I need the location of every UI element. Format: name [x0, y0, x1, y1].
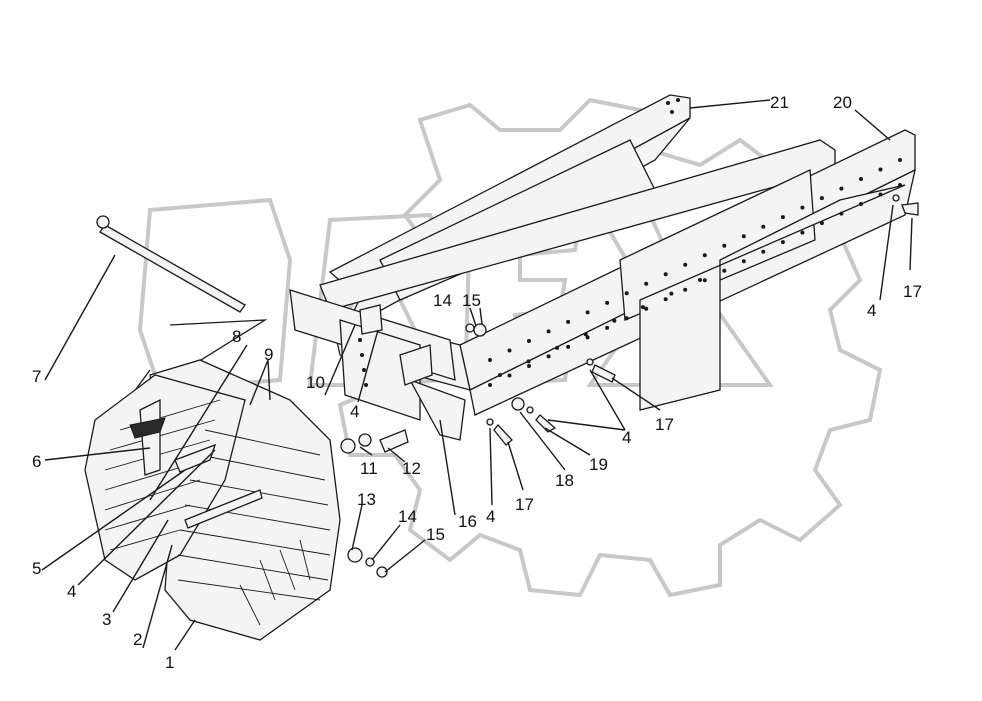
rail-hole: [507, 373, 512, 378]
rail-hole: [761, 249, 766, 254]
callout-4c: 4: [486, 507, 495, 526]
callout-21: 21: [770, 93, 789, 112]
rail-hole: [566, 319, 571, 324]
rail-hole: [663, 297, 668, 302]
rail-hole: [761, 224, 766, 229]
leader-lines: [41, 99, 913, 651]
rail-hole: [526, 359, 531, 364]
rail-hole: [546, 354, 551, 359]
rail-hole: [800, 230, 805, 235]
rail-hole: [741, 234, 746, 239]
rail-hole: [683, 262, 688, 267]
rail-hole: [507, 348, 512, 353]
rail-hole: [878, 167, 883, 172]
rail-hole: [555, 345, 560, 350]
callout-11: 11: [360, 459, 378, 478]
callout-2: 2: [133, 630, 142, 649]
callout-13: 13: [357, 490, 376, 509]
rail-hole: [583, 332, 588, 337]
rail-hole: [819, 196, 824, 201]
callout-1: 1: [165, 653, 174, 672]
callout-17c: 17: [903, 282, 922, 301]
rail-hole: [669, 291, 674, 296]
callout-12: 12: [402, 459, 421, 478]
hardware-parts: [129, 194, 919, 578]
rail-hole: [898, 158, 902, 162]
rail-hole: [605, 300, 610, 305]
rail-hole: [605, 325, 610, 330]
callout-10: 10: [306, 373, 325, 392]
callout-17b: 17: [655, 415, 674, 434]
callout-17a: 17: [515, 495, 534, 514]
rail-hole: [741, 259, 746, 264]
rail-hole: [640, 305, 645, 310]
rail-hole: [839, 186, 844, 191]
rail-hole: [585, 335, 590, 340]
callout-15b: 15: [462, 291, 481, 310]
rail-hole: [698, 278, 702, 282]
rail-hole: [624, 291, 629, 296]
callout-14b: 14: [433, 291, 452, 310]
callout-labels: 1 2 3 4 4 4 4 4 5 6 7 8 9 10 11 12 13 14…: [32, 93, 922, 672]
rail-hole: [644, 281, 649, 286]
rail-hole: [722, 268, 727, 273]
rail-hole: [878, 192, 883, 197]
callout-16: 16: [458, 512, 477, 531]
rail-hole: [624, 316, 629, 321]
rail-hole: [644, 306, 649, 311]
callout-19: 19: [589, 455, 608, 474]
rail-hole: [780, 215, 785, 220]
rail-hole: [722, 243, 727, 248]
rail-hole: [839, 211, 844, 216]
callout-4a: 4: [67, 582, 76, 601]
callout-5: 5: [32, 559, 41, 578]
callout-14a: 14: [398, 507, 417, 526]
rail-hole: [780, 240, 785, 245]
rail-hole: [859, 202, 863, 206]
callout-4b: 4: [350, 402, 359, 421]
rail-hole: [800, 205, 805, 210]
rail-hole: [898, 183, 902, 187]
rail-hole: [527, 339, 531, 343]
callout-3: 3: [102, 610, 111, 629]
callout-4d: 4: [622, 428, 631, 447]
rail-hole: [702, 253, 707, 258]
callout-4e: 4: [867, 301, 876, 320]
pin-7: [96, 215, 246, 313]
rail-hole: [488, 358, 492, 362]
rail-hole: [585, 310, 590, 315]
callout-15a: 15: [426, 525, 445, 544]
rail-hole: [498, 373, 502, 377]
rail-holes: [488, 158, 902, 387]
callout-8: 8: [232, 327, 241, 346]
callout-7: 7: [32, 367, 41, 386]
weight-1: [84, 359, 341, 641]
callout-6: 6: [32, 452, 41, 471]
rail-hole: [546, 329, 551, 334]
callout-20: 20: [833, 93, 852, 112]
rail-hole: [612, 318, 617, 323]
rail-hole: [566, 344, 571, 349]
rail-hole: [819, 221, 824, 226]
callout-9: 9: [264, 345, 273, 364]
rail-hole: [527, 364, 531, 368]
rail-hole: [663, 272, 668, 277]
rail-hole: [488, 383, 492, 387]
rail-hole: [702, 278, 707, 283]
rail-hole: [859, 177, 863, 181]
callout-18: 18: [555, 471, 574, 490]
rail-hole: [683, 287, 688, 292]
